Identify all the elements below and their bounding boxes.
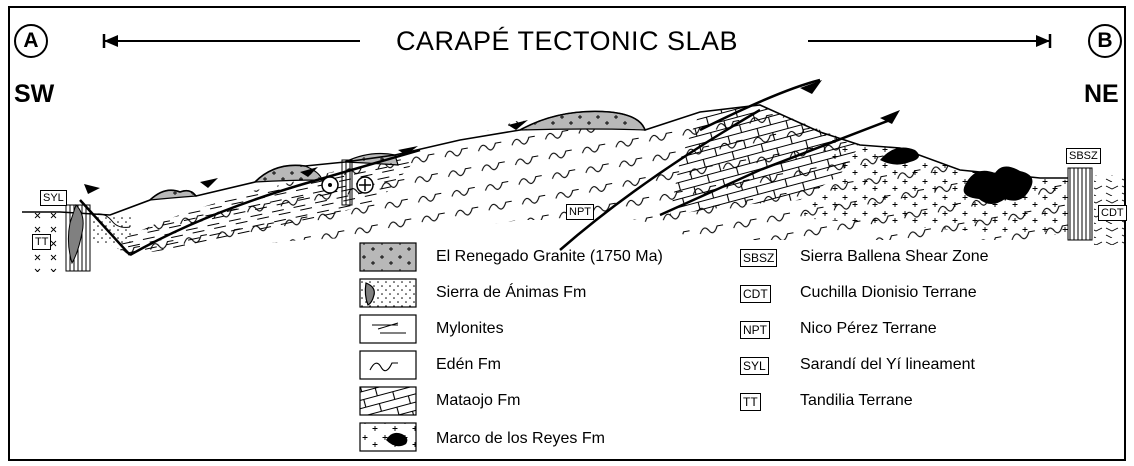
thrust-arrows — [84, 80, 900, 194]
topographic-surface — [22, 104, 1068, 216]
tt-tag: TT — [32, 234, 52, 250]
legend-swatches — [359, 242, 417, 452]
legend-label-mylonites: Mylonites — [436, 320, 504, 337]
npt-tag: NPT — [566, 204, 594, 220]
legend-desc-syl: Sarandí del Yí lineament — [800, 356, 975, 373]
point-b-label: B — [1088, 24, 1122, 58]
legend-swatch-granite — [359, 242, 417, 272]
legend-label-marco: Marco de los Reyes Fm — [436, 430, 605, 447]
legend-label-animas: Sierra de Ánimas Fm — [436, 284, 587, 301]
title-arrow-left — [102, 34, 360, 48]
figure-frame — [8, 6, 1126, 461]
legend-label-granite: El Renegado Granite (1750 Ma) — [436, 248, 663, 265]
syl-margin — [28, 204, 132, 272]
legend-swatch-marco — [359, 422, 417, 452]
title-arrow-right — [808, 34, 1052, 48]
legend-swatch-mataojo — [359, 386, 417, 416]
legend-desc-cdt: Cuchilla Dionisio Terrane — [800, 284, 977, 301]
legend-code-cdt: CDT — [740, 285, 771, 303]
legend-desc-npt: Nico Pérez Terrane — [800, 320, 937, 337]
legend-code-syl: SYL — [740, 357, 769, 375]
cdt-tag: CDT — [1098, 205, 1127, 221]
sbsz-tag: SBSZ — [1066, 148, 1101, 164]
strike-slip-fault — [321, 159, 374, 206]
ne-direction-label: NE — [1084, 80, 1119, 108]
legend-desc-sbsz: Sierra Ballena Shear Zone — [800, 248, 989, 265]
syl-tag: SYL — [40, 190, 67, 206]
sw-direction-label: SW — [14, 80, 55, 108]
legend-code-tt: TT — [740, 393, 761, 411]
marco-de-los-reyes-body — [800, 132, 1068, 235]
legend-swatch-eden — [359, 350, 417, 380]
legend-code-npt: NPT — [740, 321, 770, 339]
point-a-label: A — [14, 24, 48, 58]
legend-label-mataojo: Mataojo Fm — [436, 392, 521, 409]
mataojo-fm-slice — [670, 105, 860, 215]
legend-swatch-mylonites — [359, 314, 417, 344]
thrust-faults — [79, 78, 891, 257]
section-title: CARAPÉ TECTONIC SLAB — [395, 26, 739, 56]
legend-label-eden: Edén Fm — [436, 356, 501, 373]
legend-desc-tt: Tandilia Terrane — [800, 392, 913, 409]
legend-code-sbsz: SBSZ — [740, 249, 778, 267]
